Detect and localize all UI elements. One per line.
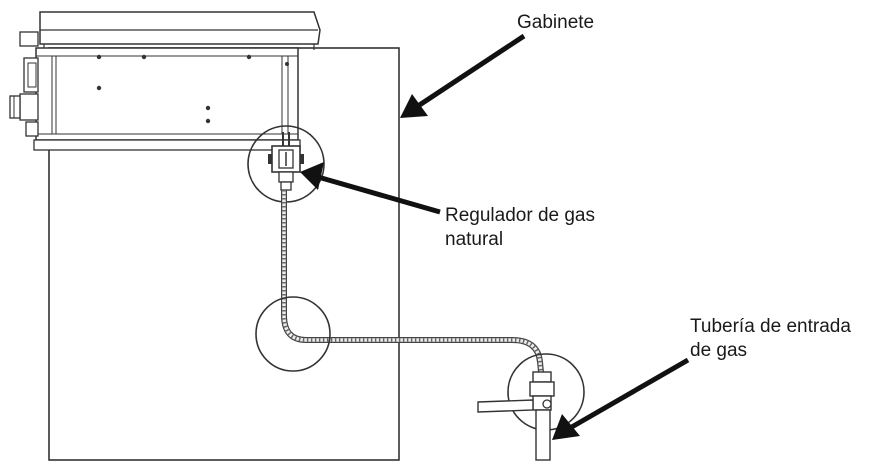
cabinet-label-text: Gabinete [517, 12, 595, 33]
pipe-bend-callout-circle [255, 296, 331, 372]
arrow-to-inlet-pipe [552, 357, 690, 440]
gas-regulator [268, 132, 304, 191]
inlet-pipe-label: Tubería de entrada de gas [690, 315, 851, 363]
regulator-label-line2: natural [445, 229, 504, 250]
arrow-to-regulator [300, 162, 441, 215]
regulator-label: Regulador de gas natural [445, 204, 595, 252]
cabinet-label: Gabinete [517, 11, 594, 35]
appliance-unit [9, 11, 321, 151]
inlet-pipe-label-line2: de gas [690, 340, 748, 361]
shutoff-valve [477, 371, 555, 461]
arrow-to-cabinet [400, 33, 526, 118]
flexible-gas-pipe [281, 190, 544, 373]
inlet-pipe-label-line1: Tubería de entrada [690, 316, 851, 337]
regulator-label-line1: Regulador de gas [445, 205, 595, 226]
